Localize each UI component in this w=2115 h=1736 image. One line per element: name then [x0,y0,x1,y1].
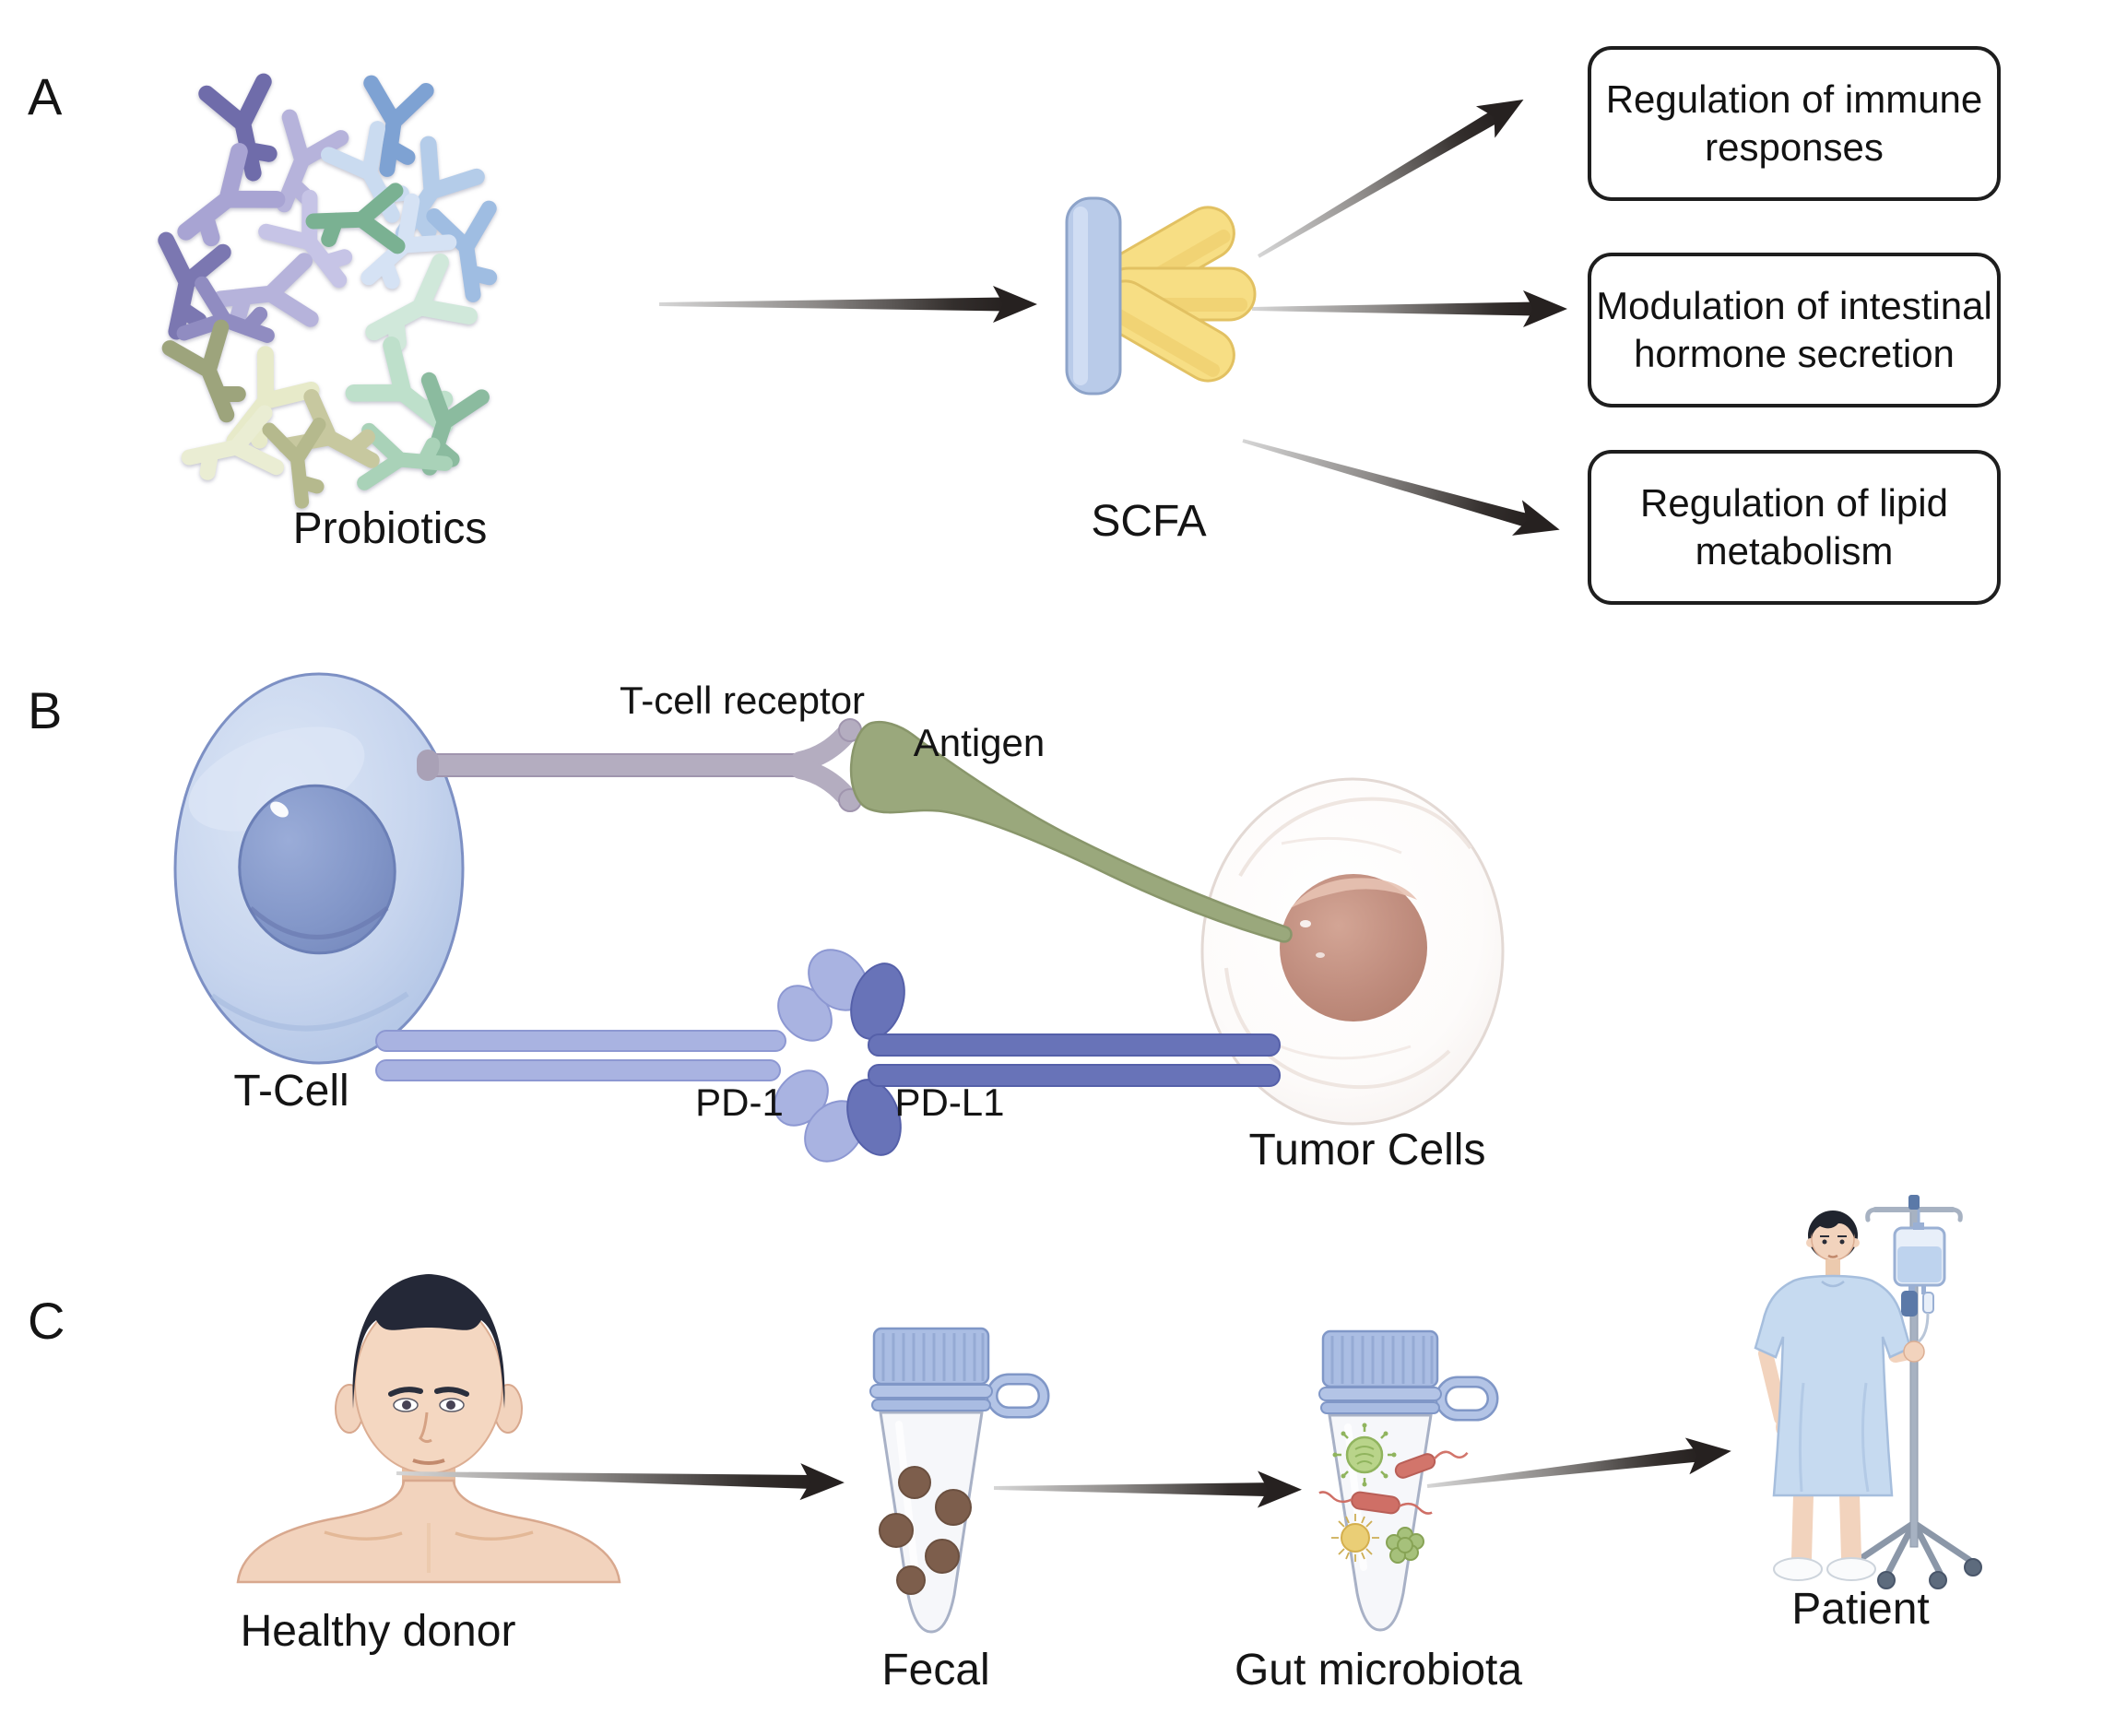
hospital-gown [1754,1274,1912,1497]
microbes [1318,1423,1469,1564]
scfa-label: SCFA [1091,497,1207,546]
pdl1-ligand [846,962,1281,1156]
yellow-microbe [1331,1514,1379,1562]
virus-microbe [1332,1423,1397,1487]
healthy-donor [236,1274,621,1584]
outcome-box-immune: Regulation of immune responses [1588,46,2001,201]
scfa-molecule [1065,196,1257,396]
panel-c-label: C [28,1292,65,1350]
patient-hand [1903,1340,1925,1363]
t-cell [173,672,465,1065]
panel-a-label: A [28,67,63,125]
arrow-microbiota-to-patient [1426,1437,1731,1488]
outcome-immune-text: Regulation of immune responses [1605,77,1983,170]
antigen-label: Antigen [913,721,1046,764]
gut-microbiota-label: Gut microbiota [1234,1646,1523,1695]
tcr [417,718,862,812]
red-bacterium-2 [1318,1491,1433,1515]
patient-label: Patient [1791,1585,1930,1634]
outcome-hormone-text: Modulation of intestinal hormone secreti… [1596,283,1992,376]
outcome-lipid-text: Regulation of lipid metabolism [1640,480,1948,573]
outcome-box-hormone: Modulation of intestinal hormone secreti… [1588,253,2001,407]
tumor-cells-label: Tumor Cells [1248,1126,1486,1175]
arrow-scfa-to-lipid [1242,439,1560,536]
donor-hair [352,1274,505,1409]
arrow-fecal-to-microbiota [993,1470,1302,1508]
tumor-nucleus [1280,874,1427,1022]
pd1-label: PD-1 [695,1081,784,1124]
arrow-scfa-to-hormone [1252,290,1567,327]
arrow-scfa-to-immune [1257,99,1524,258]
iv-stand [1846,1195,1982,1589]
gut-microbiota-tube [1318,1329,1499,1632]
tcr-label: T-cell receptor [619,679,866,722]
pd1-receptor [375,949,868,1163]
probiotics-label: Probiotics [292,504,488,553]
red-bacterium-1 [1394,1450,1469,1479]
fecal-pellets [879,1466,972,1595]
panel-b-label: B [28,681,63,739]
patient-figure [1754,1210,1925,1581]
fecal-tube [869,1327,1050,1634]
green-cluster-microbe [1386,1527,1424,1564]
t-cell-nucleus [238,784,396,955]
outcome-box-lipid: Regulation of lipid metabolism [1588,450,2001,605]
pdl1-label: PD-L1 [894,1081,1005,1124]
arrow-donor-to-fecal [396,1463,845,1501]
fecal-label: Fecal [881,1646,990,1695]
arrow-probiotics-to-scfa [659,286,1037,323]
antigen [849,720,1293,943]
healthy-donor-label: Healthy donor [240,1607,516,1656]
probiotics-cluster [148,82,501,504]
tcell-label: T-Cell [233,1067,349,1116]
